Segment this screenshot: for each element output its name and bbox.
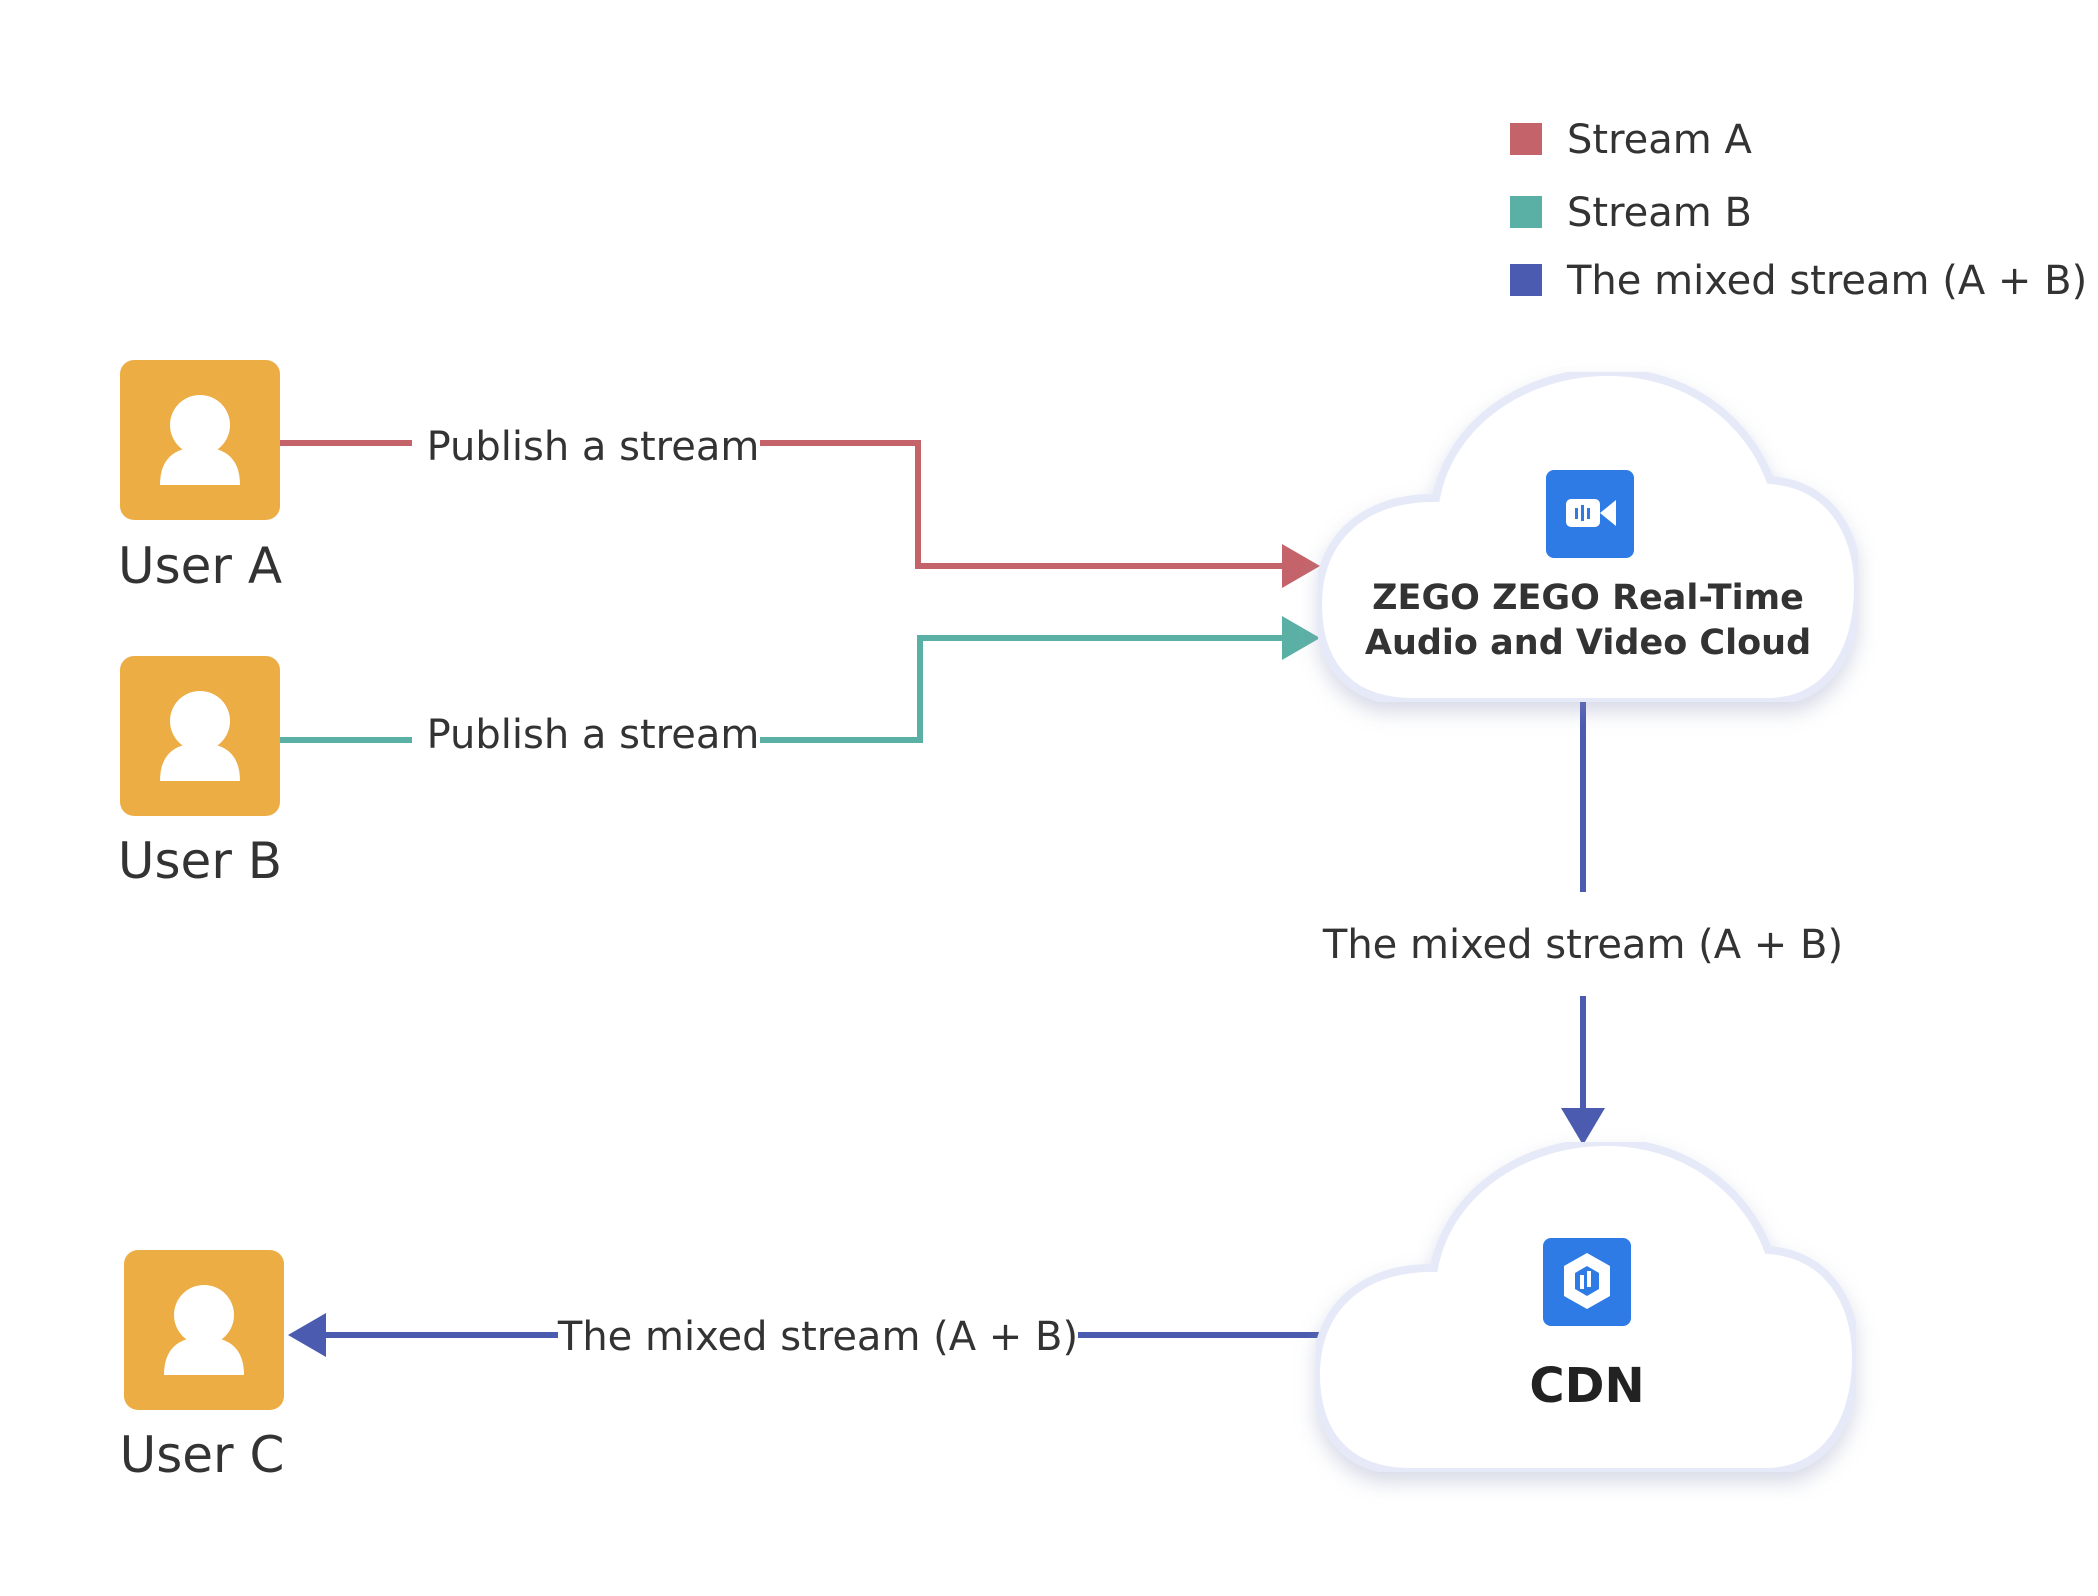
edge-cloud-to-cdn: The mixed stream (A + B) [1322,702,1843,1145]
edge-label-user-a-publish: Publish a stream [427,424,760,470]
legend-swatch-stream-b [1510,196,1542,228]
legend-label-mixed-stream: The mixed stream (A + B) [1566,258,2087,304]
edge-user-b-arrowhead [1282,616,1320,660]
legend: Stream A Stream B The mixed stream (A + … [1510,117,2087,304]
rtc-cloud-title-line1: ZEGO ZEGO Real-Time [1372,578,1804,618]
legend-swatch-mixed-stream [1510,264,1542,296]
user-c-label: User C [120,1426,285,1484]
legend-item-stream-b: Stream B [1510,190,1752,236]
user-icon [164,1285,244,1375]
video-camera-icon [1546,470,1634,558]
edge-label-user-b-publish: Publish a stream [427,712,760,758]
legend-item-stream-a: Stream A [1510,117,1752,163]
edge-label-cdn-to-user-c: The mixed stream (A + B) [557,1314,1078,1360]
cdn-cloud-node: CDN [1316,1142,1856,1472]
edge-user-a-publish: Publish a stream [280,424,1320,588]
user-a-label: User A [118,537,282,595]
legend-swatch-stream-a [1510,123,1542,155]
edge-cdn-to-user-c-arrowhead [288,1313,326,1357]
user-b-node: User B [118,656,282,890]
user-c-node: User C [120,1250,285,1484]
user-b-label: User B [118,832,282,890]
cdn-cloud-title: CDN [1529,1358,1644,1414]
user-icon [160,691,240,781]
rtc-cloud-node: ZEGO ZEGO Real-Time Audio and Video Clou… [1318,372,1858,702]
edge-user-b-segment-2 [760,635,1284,743]
legend-label-stream-a: Stream A [1567,117,1752,163]
edge-label-cloud-to-cdn: The mixed stream (A + B) [1322,922,1843,968]
edge-user-a-segment-2 [760,440,1284,569]
user-icon [160,395,240,485]
user-a-node: User A [118,360,282,595]
cube-icon [1543,1238,1631,1326]
edge-cloud-to-cdn-arrowhead [1561,1108,1605,1145]
edge-user-a-arrowhead [1282,544,1320,588]
legend-item-mixed-stream: The mixed stream (A + B) [1510,258,2087,304]
legend-label-stream-b: Stream B [1567,190,1752,236]
edge-user-b-publish: Publish a stream [280,616,1320,758]
edge-cdn-to-user-c: The mixed stream (A + B) [288,1313,1322,1360]
rtc-cloud-title-line2: Audio and Video Cloud [1365,623,1811,663]
